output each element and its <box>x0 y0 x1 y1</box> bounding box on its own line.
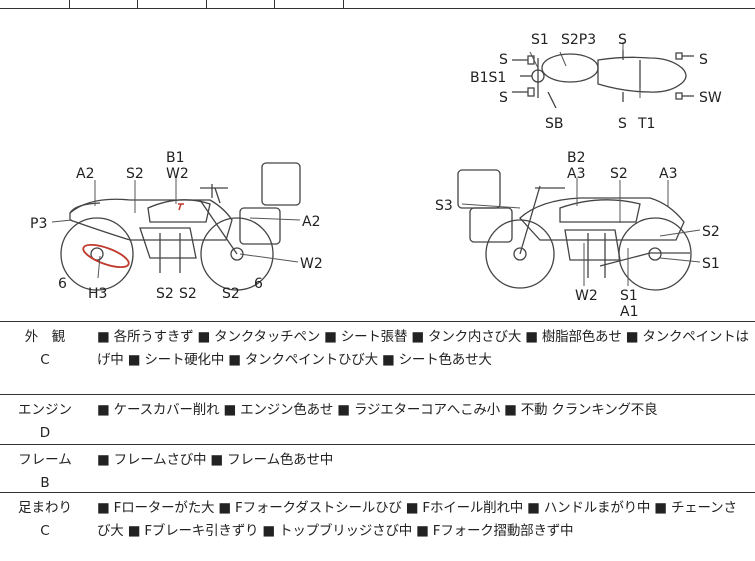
table-divider <box>206 0 207 8</box>
label-s: S <box>618 116 627 132</box>
label-s2: S2 <box>156 286 174 302</box>
category-grade: C <box>40 523 50 539</box>
section-category: フレーム B <box>0 445 90 495</box>
label-b1: B1 <box>166 150 185 166</box>
table-divider <box>69 0 70 8</box>
label-s2: S2 <box>222 286 240 302</box>
label-s2p3: S2P3 <box>561 32 596 48</box>
label-t1: T1 <box>637 116 655 132</box>
section-description: ■ Fローターがた大 ■ Fフォークダストシールひび ■ Fホイール削れ中 ■ … <box>97 500 737 539</box>
label-s2: S2 <box>179 286 197 302</box>
label-h3: H3 <box>88 286 107 302</box>
category-label: 外 観 <box>24 329 66 345</box>
label-s2: S2 <box>702 224 720 240</box>
category-grade: B <box>40 475 50 491</box>
label-w2: W2 <box>166 166 189 182</box>
label-s: S <box>618 32 627 48</box>
label-p3: P3 <box>30 216 47 232</box>
label-6: 6 <box>254 276 263 292</box>
label-s1: S1 <box>531 32 549 48</box>
top-view-motorcycle <box>512 50 694 109</box>
motorcycle-damage-diagram: S1 S2P3 S S B1S1 S S SB S T1 SW B1 W2 A2… <box>0 8 755 322</box>
damage-marker <box>82 243 130 269</box>
label-sb: SB <box>545 116 564 132</box>
label-s2: S2 <box>126 166 144 182</box>
section-category: 足まわり C <box>0 493 90 543</box>
label-s1: S1 <box>620 288 638 304</box>
label-s3: S3 <box>435 198 453 214</box>
label-s: S <box>699 52 708 68</box>
section-engine: エンジン D ■ ケースカバー削れ ■ エンジン色あせ ■ ラジエターコアへこみ… <box>0 395 755 445</box>
label-a3: A3 <box>659 166 677 182</box>
label-a2: A2 <box>302 214 320 230</box>
label-w2: W2 <box>575 288 598 304</box>
diagram-canvas: S1 S2P3 S S B1S1 S S SB S T1 SW B1 W2 A2… <box>30 32 722 320</box>
table-divider <box>343 0 344 8</box>
label-b2: B2 <box>567 150 586 166</box>
section-exterior: 外 観 C ■ 各所うすきず ■ タンクタッチペン ■ シート張替 ■ タンク内… <box>0 322 755 395</box>
top-table-edge <box>0 0 755 9</box>
label-s2: S2 <box>610 166 628 182</box>
section-frame: フレーム B ■ フレームさび中 ■ フレーム色あせ中 <box>0 445 755 493</box>
label-s: S <box>499 90 508 106</box>
category-label: フレーム <box>18 452 72 468</box>
section-description: ■ ケースカバー削れ ■ エンジン色あせ ■ ラジエターコアへこみ小 ■ 不動 … <box>97 402 658 418</box>
category-label: 足まわり <box>18 500 72 516</box>
section-description: ■ フレームさび中 ■ フレーム色あせ中 <box>97 452 334 468</box>
section-category: 外 観 C <box>0 322 90 372</box>
label-sw: SW <box>699 90 722 106</box>
leader-lines <box>51 42 701 286</box>
section-category: エンジン D <box>0 395 90 445</box>
label-b1s1: B1S1 <box>470 70 506 86</box>
category-label: エンジン <box>18 402 72 418</box>
section-description: ■ 各所うすきず ■ タンクタッチペン ■ シート張替 ■ タンク内さび大 ■ … <box>97 329 749 368</box>
label-a3: A3 <box>567 166 585 182</box>
label-a1: A1 <box>620 304 638 320</box>
category-grade: C <box>40 352 50 368</box>
label-w2: W2 <box>300 256 323 272</box>
right-side-motorcycle <box>457 169 692 291</box>
damage-marker <box>178 203 184 211</box>
table-divider <box>274 0 275 8</box>
label-a2: A2 <box>76 166 94 182</box>
label-s: S <box>499 52 508 68</box>
category-grade: D <box>39 425 51 441</box>
table-divider <box>137 0 138 8</box>
label-6: 6 <box>58 276 67 292</box>
section-suspension: 足まわり C ■ Fローターがた大 ■ Fフォークダストシールひび ■ Fホイー… <box>0 493 755 561</box>
left-side-motorcycle <box>60 162 301 291</box>
label-s1: S1 <box>702 256 720 272</box>
